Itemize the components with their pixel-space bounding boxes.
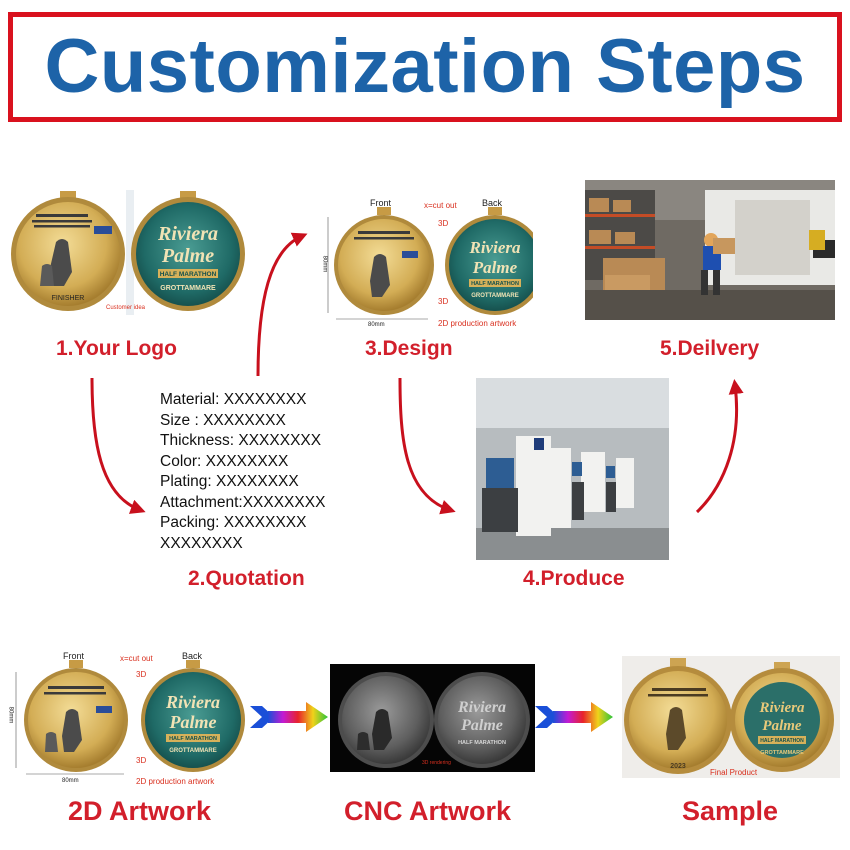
arrow-produce-to-delivery (695, 379, 744, 514)
svg-text:Riviera: Riviera (457, 699, 506, 716)
artwork-height-label: 80mm (7, 706, 14, 724)
design-cutout-note: x=cut out (424, 201, 457, 210)
svg-text:Riviera: Riviera (759, 700, 805, 716)
arrow-logo-to-quotation (90, 377, 146, 514)
delivery-photo (585, 180, 835, 320)
sample-photo: 2023 Riviera Palme HALF MARATHON GROTTAM… (622, 656, 840, 778)
svg-text:GROTTAMMARE: GROTTAMMARE (169, 748, 217, 754)
svg-text:FINISHER: FINISHER (52, 295, 85, 302)
svg-text:Riviera: Riviera (469, 238, 521, 257)
spec-packing: Packing: XXXXXXXX (160, 514, 307, 531)
spec-color: Color: XXXXXXXX (160, 452, 289, 470)
step-4-label: 4.Produce (523, 567, 625, 590)
arrow-design-to-produce (398, 377, 456, 515)
design-3d-note-2: 3D (438, 297, 449, 306)
spec-material: Material: XXXXXXXX (160, 391, 307, 408)
artwork-2d-image: Riviera Palme HALF MARATHON GROTTAMMARE … (6, 648, 251, 790)
svg-text:Palme: Palme (472, 258, 518, 277)
artwork-3d-note: 3D (136, 670, 147, 679)
svg-text:Palme: Palme (460, 717, 503, 734)
cnc-render-image: Riviera Palme HALF MARATHON 3D rendering (330, 664, 535, 772)
artwork-3d-note-2: 3D (136, 756, 147, 765)
title-banner: Customization Steps (8, 12, 842, 122)
logo-medals-image: FINISHER Riviera Palme HALF MARATHON GRO… (8, 190, 246, 315)
svg-text:HALF MARATHON: HALF MARATHON (160, 271, 217, 278)
spec-thickness: Thickness: XXXXXXXX (160, 432, 322, 449)
customer-idea-note: Customer idea (106, 305, 146, 311)
step-3-label: 3.Design (365, 337, 453, 360)
cnc-artwork-label: CNC Artwork (344, 796, 512, 826)
svg-text:GROTTAMMARE: GROTTAMMARE (471, 293, 519, 299)
svg-text:2023: 2023 (670, 763, 686, 770)
svg-text:HALF MARATHON: HALF MARATHON (471, 281, 519, 287)
design-production-note: 2D production artwork (438, 319, 517, 328)
spec-extra: XXXXXXXX (160, 534, 243, 552)
spec-plating: Plating: XXXXXXXX (160, 473, 299, 490)
design-width-label: 80mm (368, 322, 385, 328)
page-title: Customization Steps (44, 24, 806, 109)
step-5-label: 5.Deilvery (660, 337, 760, 360)
svg-text:HALF MARATHON: HALF MARATHON (458, 740, 506, 746)
design-artwork-image: Riviera Palme HALF MARATHON GROTTAMMARE … (318, 195, 533, 335)
svg-text:Palme: Palme (762, 718, 801, 734)
artwork-production-note: 2D production artwork (136, 777, 215, 786)
artwork-back-label: Back (182, 651, 203, 661)
svg-text:HALF MARATHON: HALF MARATHON (760, 738, 804, 744)
rainbow-arrow-1 (250, 702, 328, 732)
step-1-label: 1.Your Logo (56, 337, 177, 360)
spec-size: Size : XXXXXXXX (160, 411, 286, 429)
svg-text:Riviera: Riviera (165, 692, 220, 712)
artwork-width-label: 80mm (62, 778, 79, 784)
design-front-label: Front (370, 198, 392, 208)
artwork-front-label: Front (63, 651, 85, 661)
svg-text:GROTTAMMARE: GROTTAMMARE (760, 750, 804, 756)
svg-text:GROTTAMMARE: GROTTAMMARE (160, 285, 216, 292)
spec-attachment: Attachment:XXXXXXXX (160, 493, 326, 511)
quotation-spec-list: Material: XXXXXXXX Size : XXXXXXXX Thick… (160, 390, 360, 554)
factory-photo (476, 378, 669, 560)
svg-text:Riviera: Riviera (157, 223, 218, 245)
final-product-note: Final Product (710, 768, 758, 777)
rainbow-arrow-2 (535, 702, 613, 732)
svg-text:Palme: Palme (169, 712, 217, 732)
arrow-quotation-to-design (256, 232, 308, 377)
sample-label: Sample (682, 796, 779, 826)
svg-text:HALF MARATHON: HALF MARATHON (169, 736, 217, 742)
design-back-label: Back (482, 198, 503, 208)
step-2-label: 2.Quotation (188, 567, 305, 590)
artwork-2d-label: 2D Artwork (68, 796, 212, 826)
artwork-cutout-note: x=cut out (120, 654, 153, 663)
design-3d-note: 3D (438, 219, 449, 228)
svg-text:Palme: Palme (161, 245, 214, 267)
cnc-render-note: 3D rendering (422, 760, 451, 766)
